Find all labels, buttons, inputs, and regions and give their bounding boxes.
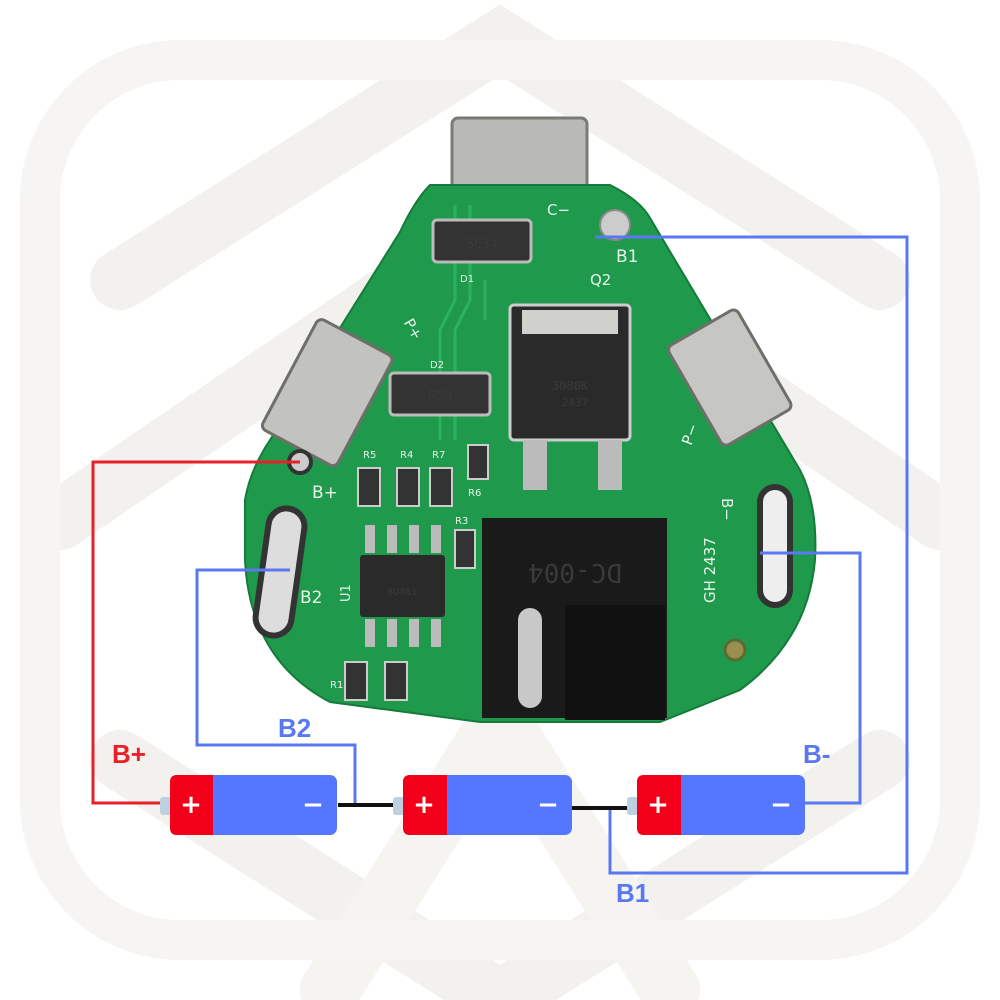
battery-positive-sign: + xyxy=(180,790,202,820)
wiring xyxy=(91,235,909,875)
b-plus-wire xyxy=(91,460,300,805)
battery-negative-sign: − xyxy=(770,790,792,820)
silk-r6: R6 xyxy=(468,488,481,499)
ic-marking: 8U461 xyxy=(387,587,417,598)
silk-d2: D2 xyxy=(430,360,444,371)
battery-positive-sign: + xyxy=(647,790,669,820)
mosfet-date: 2437 xyxy=(562,396,589,409)
b-minus-wire xyxy=(760,551,862,805)
silk-b2: B2 xyxy=(300,588,322,608)
connector-marking: DC-004 xyxy=(528,557,622,587)
b1-wire xyxy=(595,235,909,875)
silk-r1: R1 xyxy=(330,680,343,691)
silk-b1: B1 xyxy=(616,247,638,267)
battery-positive-sign: + xyxy=(413,790,435,820)
mosfet-marking: 3080K xyxy=(552,379,589,393)
label-b-plus: B+ xyxy=(112,739,146,769)
b2-wire xyxy=(195,568,357,805)
pcb-board: S634 R5M 3080K 2437 8U461 DC-004 C− B1 Q… xyxy=(244,116,817,723)
d2-marking: R5M xyxy=(428,389,452,404)
silk-u1: U1 xyxy=(339,584,354,602)
silk-b-plus: B+ xyxy=(312,483,338,503)
label-b1: B1 xyxy=(616,878,649,908)
silk-r4: R4 xyxy=(400,450,413,461)
silk-date-code: GH 2437 xyxy=(701,537,719,603)
label-b2: B2 xyxy=(278,713,311,743)
diode-d2 xyxy=(388,371,492,417)
p-minus-terminal xyxy=(667,308,793,447)
silk-q2: Q2 xyxy=(590,271,611,289)
diode-d1 xyxy=(431,218,533,264)
battery-3: + − xyxy=(627,775,805,835)
silk-b-minus: B− xyxy=(718,498,736,521)
mosfet xyxy=(508,303,632,442)
protection-ic xyxy=(360,555,445,617)
battery-1: + − xyxy=(160,775,337,835)
silk-r3: R3 xyxy=(455,516,468,527)
silk-d1: D1 xyxy=(460,274,474,285)
battery-2: + − xyxy=(393,775,572,835)
p-plus-terminal xyxy=(260,318,394,468)
battery-negative-sign: − xyxy=(537,790,559,820)
d1-marking: S634 xyxy=(466,237,497,252)
silk-c-minus: C− xyxy=(547,201,570,219)
silk-r5: R5 xyxy=(363,450,376,461)
silk-r7: R7 xyxy=(432,450,445,461)
battery-negative-sign: − xyxy=(302,790,324,820)
b1-pad xyxy=(599,209,631,241)
label-b-minus: B- xyxy=(803,739,830,769)
b-minus-slot xyxy=(757,484,793,608)
